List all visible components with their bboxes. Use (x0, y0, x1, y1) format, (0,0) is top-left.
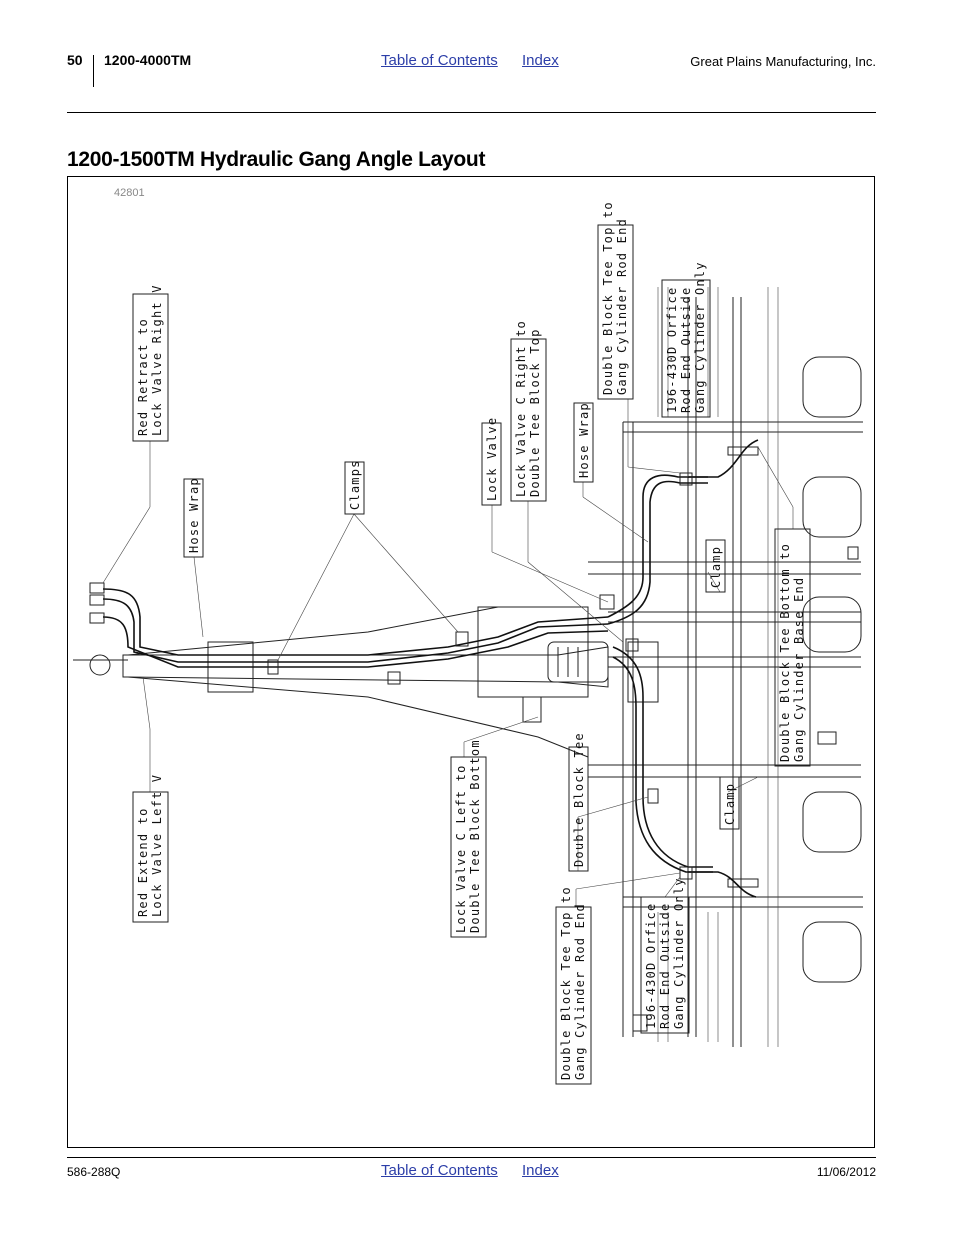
doc-number: 586-288Q (67, 1165, 121, 1179)
callout-double-block-tee-bottom: Double Block Tee Bottom to Gang Cylinder… (774, 528, 811, 767)
callout-red-extend-line1: Red Extend to (136, 807, 150, 917)
footer-index-link[interactable]: Index (522, 1162, 559, 1179)
callout-double-block-tee: Double Block Tee (568, 732, 589, 872)
callout-lock-valve-c-left: Lock Valve C Left to Double Tee Block Bo… (450, 739, 487, 938)
callout-dbt-top-upper-line2: Gang Cylinder Rod End (615, 218, 629, 395)
header-toc-link[interactable]: Table of Contents (381, 52, 498, 69)
hydraulic-hoses (102, 439, 759, 898)
company-name: Great Plains Manufacturing, Inc. (690, 54, 876, 69)
header-index-link[interactable]: Index (522, 52, 559, 69)
callout-hose-wrap-right: Hose Wrap (573, 402, 594, 483)
callout-dbt-bottom-line1: Double Block Tee Bottom to (778, 543, 792, 762)
callout-orifice-upper: 196-430D Orfice Rod End Outside Gang Cyl… (661, 261, 711, 418)
callout-lock-valve-c-right-line2: Double Tee Block Top (528, 329, 542, 498)
fittings (89, 472, 693, 880)
callout-red-extend-line2: Lock Valve Left V (150, 774, 164, 917)
hydraulic-layout-diagram: Red Retract to Lock Valve Right V Hose W… (73, 201, 863, 1085)
callout-dbt-bottom-line2: Gang Cylinder Base End (792, 577, 806, 762)
callout-dbt-top-lower-line2: Gang Cylinder Rod End (573, 903, 587, 1080)
page-number: 50 (67, 52, 83, 68)
callout-hose-wrap-right-text: Hose Wrap (577, 402, 591, 478)
callout-double-block-tee-top-upper: Double Block Tee Top to Gang Cylinder Ro… (597, 201, 634, 400)
header-rule (67, 112, 876, 113)
callout-double-block-tee-text: Double Block Tee (572, 732, 586, 867)
callout-clamp-lower-text: Clamp (723, 783, 737, 825)
callout-red-retract-line1: Red Retract to (136, 318, 150, 436)
callout-clamps: Clamps (344, 459, 365, 515)
callout-red-extend: Red Extend to Lock Valve Left V (132, 774, 169, 923)
callout-lock-valve-text: Lock Valve (485, 417, 499, 501)
callout-lock-valve-c-right-line1: Lock Valve C Right to (514, 320, 528, 497)
footer-toc-link[interactable]: Table of Contents (381, 1162, 498, 1179)
figure-number: 42801 (114, 187, 145, 199)
footer-rule (67, 1157, 876, 1158)
callout-clamp-upper: Clamp (705, 539, 726, 593)
callout-dbt-top-lower-line1: Double Block Tee Top to (559, 886, 573, 1080)
callout-lock-valve-c-left-line1: Lock Valve C Left to (454, 765, 468, 934)
callout-double-block-tee-top-lower: Double Block Tee Top to Gang Cylinder Ro… (555, 886, 592, 1085)
callout-clamp-lower: Clamp (719, 776, 740, 830)
callout-orifice-upper-line2: Rod End Outside (679, 287, 693, 413)
callout-orifice-lower-line1: 196-430D Orfice (644, 903, 658, 1029)
machine-frame (588, 287, 863, 1047)
figure-frame (67, 176, 875, 1148)
callout-dbt-top-upper-line1: Double Block Tee Top to (601, 201, 615, 395)
callout-orifice-upper-line3: Gang Cylinder Only (693, 261, 707, 413)
page-title: 1200-1500TM Hydraulic Gang Angle Layout (67, 148, 486, 171)
callout-lock-valve: Lock Valve (481, 417, 502, 506)
callout-orifice-lower: 196-430D Orfice Rod End Outside Gang Cyl… (640, 877, 690, 1034)
callout-orifice-upper-line1: 196-430D Orfice (665, 287, 679, 413)
callout-clamps-text: Clamps (348, 459, 362, 510)
callout-hose-wrap-left: Hose Wrap (183, 477, 204, 558)
header-divider (93, 55, 94, 87)
callout-lock-valve-c-right: Lock Valve C Right to Double Tee Block T… (510, 320, 547, 502)
leader-lines (102, 399, 794, 907)
callout-orifice-lower-line2: Rod End Outside (658, 903, 672, 1029)
callout-lock-valve-c-left-line2: Double Tee Block Bottom (468, 739, 482, 933)
footer-date: 11/06/2012 (816, 1165, 876, 1179)
callout-red-retract-line2: Lock Valve Right V (150, 284, 164, 436)
callout-clamp-upper-text: Clamp (709, 546, 723, 588)
hitch-tongue (73, 606, 659, 758)
model-name: 1200-4000TM (104, 52, 192, 68)
callout-red-retract: Red Retract to Lock Valve Right V (132, 284, 169, 442)
callout-hose-wrap-left-text: Hose Wrap (187, 477, 201, 553)
callout-orifice-lower-line3: Gang Cylinder Only (672, 877, 686, 1029)
